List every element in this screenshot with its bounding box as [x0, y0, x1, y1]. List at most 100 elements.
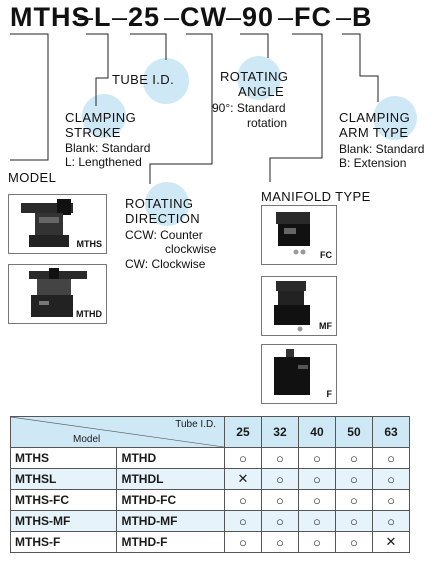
direction-option-2: CW: Clockwise	[125, 257, 206, 271]
availability-cell: ○	[260, 468, 299, 490]
code-dash: –	[112, 2, 129, 32]
code-dash: –	[336, 2, 353, 32]
stroke-option-2: L: Lengthened	[65, 155, 142, 169]
code-dash: –	[226, 2, 243, 32]
stroke-title-2: STROKE	[65, 125, 121, 140]
stroke-option-1: Blank: Standard	[65, 141, 151, 155]
mthd-clamp-icon	[29, 268, 87, 317]
table-row: MTHS-MF MTHD-MF ○ ○ ○ ○ ○	[9, 510, 411, 532]
f-image: F	[261, 344, 337, 404]
availability-cell: ○	[260, 489, 299, 511]
row-model-b: MTHD-F	[116, 531, 225, 553]
availability-cell: ○	[297, 531, 336, 553]
availability-cell: ✕	[371, 531, 411, 553]
availability-cell: ○	[371, 447, 411, 469]
stroke-title-1: CLAMPING	[65, 110, 137, 125]
angle-bubble	[237, 56, 281, 100]
mthd-label: MTHD	[76, 309, 102, 319]
direction-option-1b: clockwise	[165, 242, 217, 256]
availability-cell: ○	[334, 447, 373, 469]
mf-manifold-icon	[274, 281, 310, 332]
model-title: MODEL	[8, 170, 57, 185]
code-arm: B	[352, 2, 373, 32]
availability-cell: ○	[334, 531, 373, 553]
row-model-b: MTHD-FC	[116, 489, 225, 511]
code-direction: CW	[180, 2, 227, 32]
mths-label: MTHS	[76, 239, 103, 249]
code-angle: 90	[242, 2, 275, 32]
availability-cell: ○	[260, 510, 299, 532]
tube-label: TUBE I.D.	[112, 72, 175, 87]
row-model-a: MTHSL	[9, 468, 118, 490]
availability-cell: ○	[223, 489, 262, 511]
angle-option-1b: rotation	[247, 116, 288, 130]
availability-cell: ○	[260, 531, 299, 553]
row-model-a: MTHS-MF	[9, 510, 118, 532]
availability-cell: ○	[297, 447, 336, 469]
row-model-a: MTHS	[9, 447, 118, 469]
availability-cell: ○	[297, 468, 336, 490]
row-model-a: MTHS-FC	[9, 489, 118, 511]
header-model: Model	[73, 434, 101, 445]
mf-image: MF	[261, 276, 337, 336]
row-model-b: MTHD-MF	[116, 510, 225, 532]
size-header: 63	[371, 416, 411, 448]
table-row: MTHS-F MTHD-F ○ ○ ○ ○ ✕	[9, 531, 411, 553]
f-label: F	[326, 389, 333, 399]
row-model-b: MTHDL	[116, 468, 225, 490]
manifold-title: MANIFOLD TYPE	[261, 189, 371, 204]
code-dash: –	[78, 2, 95, 32]
availability-cell: ○	[371, 489, 411, 511]
arm-option-1: Blank: Standard	[339, 142, 425, 156]
code-dash: –	[164, 2, 181, 32]
row-model-b: MTHD	[116, 447, 225, 469]
angle-option-1: 90°: Standard	[212, 101, 286, 115]
fc-image: FC	[261, 205, 337, 265]
mf-label: MF	[319, 321, 332, 331]
direction-title-1: ROTATING	[125, 196, 194, 211]
availability-cell: ○	[223, 510, 262, 532]
compatibility-table: Tube I.D. Model 25 32 40 50 63 MTHS MTHD…	[9, 416, 411, 553]
table-row: MTHS MTHD ○ ○ ○ ○ ○	[9, 447, 411, 469]
availability-cell: ○	[334, 468, 373, 490]
availability-cell: ✕	[223, 468, 262, 490]
availability-cell: ○	[297, 510, 336, 532]
tube-bubble	[143, 58, 189, 104]
code-stroke: L	[94, 2, 112, 32]
header-tube-id: Tube I.D.	[175, 419, 216, 430]
availability-cell: ○	[223, 531, 262, 553]
size-header: 25	[223, 416, 262, 448]
table-row: MTHSL MTHDL ✕ ○ ○ ○ ○	[9, 468, 411, 490]
table-corner-header: Tube I.D. Model	[10, 416, 225, 448]
availability-cell: ○	[371, 510, 411, 532]
angle-title-2: ANGLE	[238, 84, 285, 99]
size-header: 40	[297, 416, 336, 448]
size-header: 50	[334, 416, 373, 448]
arm-title-1: CLAMPING	[339, 110, 411, 125]
stroke-bubble	[82, 94, 126, 138]
availability-cell: ○	[371, 468, 411, 490]
fc-label: FC	[320, 250, 332, 260]
code-manifold: FC	[294, 2, 332, 32]
availability-cell: ○	[260, 447, 299, 469]
direction-option-1: CCW: Counter	[125, 228, 203, 242]
diagonal-line	[11, 417, 224, 447]
fc-manifold-icon	[276, 212, 310, 255]
availability-cell: ○	[334, 489, 373, 511]
table-header-row: Tube I.D. Model 25 32 40 50 63	[10, 416, 411, 448]
arm-option-2: B: Extension	[339, 156, 407, 170]
row-model-a: MTHS-F	[9, 531, 118, 553]
direction-bubble	[145, 182, 189, 226]
f-manifold-icon	[274, 349, 310, 395]
arm-title-2: ARM TYPE	[339, 125, 409, 140]
size-header: 32	[260, 416, 299, 448]
angle-title-1: ROTATING	[220, 69, 289, 84]
availability-cell: ○	[297, 489, 336, 511]
arm-bubble	[373, 96, 417, 140]
mths-image: MTHS	[8, 194, 107, 254]
direction-title-2: DIRECTION	[125, 211, 201, 226]
availability-cell: ○	[223, 447, 262, 469]
table-row: MTHS-FC MTHD-FC ○ ○ ○ ○ ○	[9, 489, 411, 511]
code-model: MTHS	[10, 2, 91, 32]
